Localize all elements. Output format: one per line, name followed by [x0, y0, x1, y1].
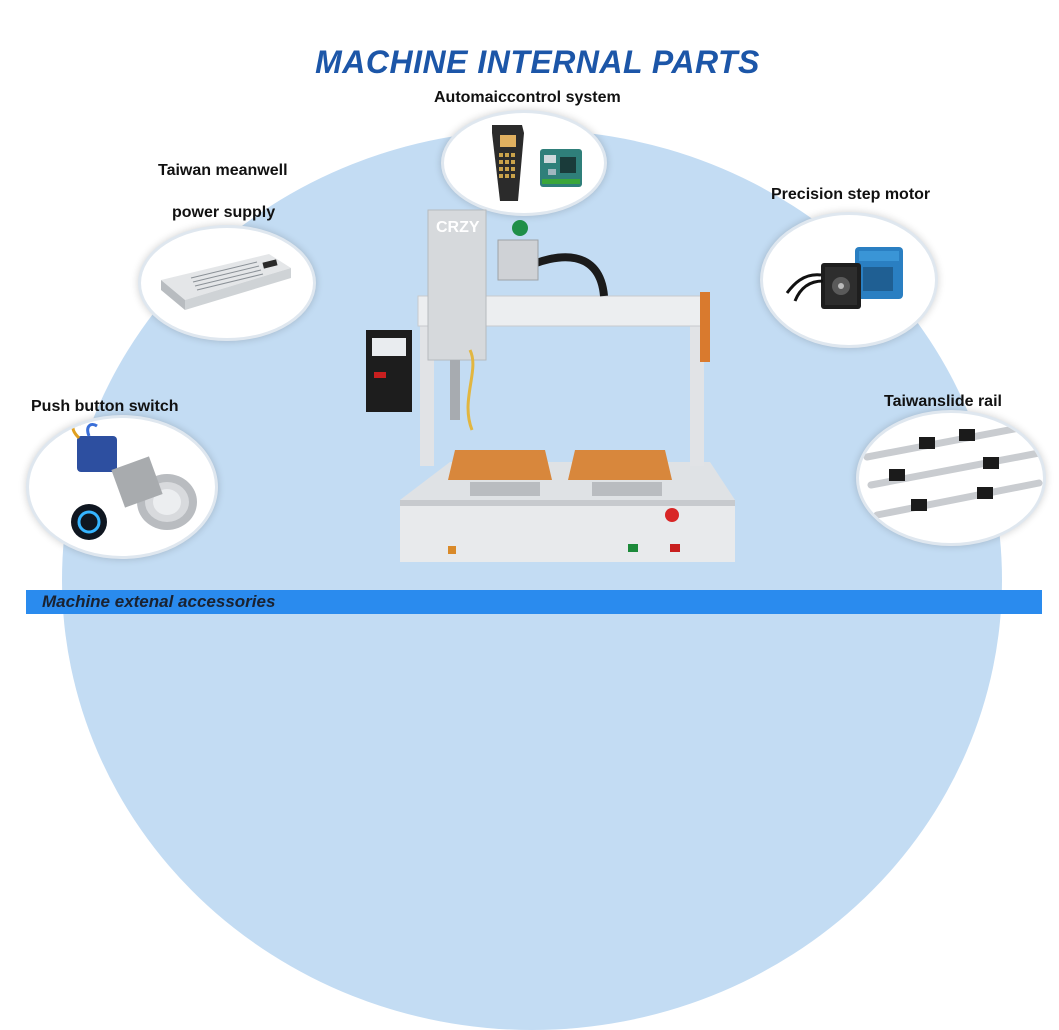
label-slide-rail: Taiwanslide rail [884, 393, 1002, 410]
label-meanwell-line2: power supply [172, 204, 276, 221]
soldering-machine-image: CRZY [360, 200, 740, 580]
page-title: MACHINE INTERNAL PARTS [315, 44, 760, 80]
control-system-image [441, 110, 607, 216]
machine-logo: CRZY [436, 219, 480, 236]
push-button-image [26, 415, 218, 559]
power-supply-image [138, 225, 316, 341]
footer-label: Machine extenal accessories [42, 592, 276, 611]
label-step-motor: Precision step motor [771, 186, 931, 203]
step-motor-image [760, 212, 938, 348]
slide-rail-image [856, 410, 1046, 546]
label-push-button: Push button switch [31, 398, 179, 415]
label-control-system: Automaiccontrol system [434, 89, 621, 106]
label-meanwell-line1: Taiwan meanwell [158, 162, 288, 179]
footer-bar: Machine extenal accessories [26, 590, 1042, 614]
